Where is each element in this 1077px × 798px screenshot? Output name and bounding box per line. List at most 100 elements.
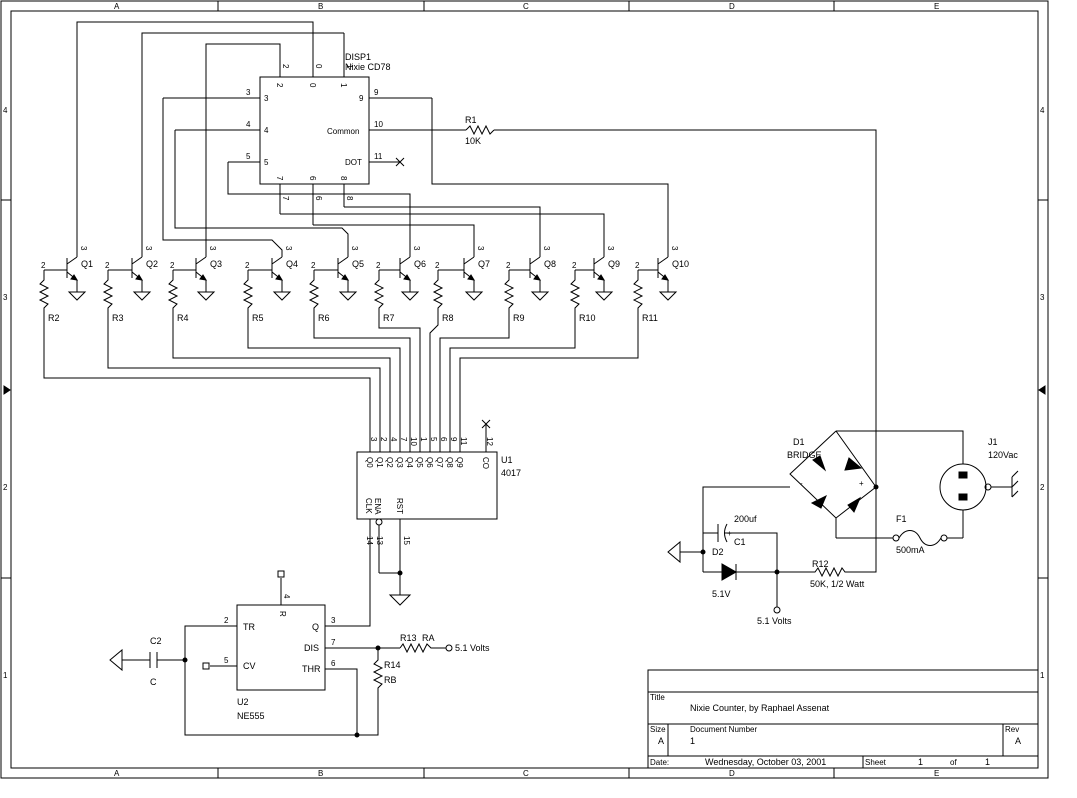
disp1-pin3-num: 3 — [246, 88, 251, 97]
u1-output-label: CO — [481, 457, 490, 469]
transistor-ref: Q3 — [210, 259, 222, 269]
u1-output-label: Q0 — [365, 457, 374, 468]
disp1-nixie-tube: DISP1 Nixie CD78 Common DOT 2 0 1 2 0 1 … — [163, 33, 466, 225]
zone-label-left-2: 2 — [3, 483, 8, 492]
rev-value: A — [1015, 736, 1021, 746]
u1-output-label: Q4 — [405, 457, 414, 468]
u1-ref: U1 — [501, 455, 513, 465]
u1-part: 4017 — [501, 468, 521, 478]
disp1-pin2-num: 2 — [281, 64, 290, 69]
transistor-base-pin: 2 — [245, 261, 250, 270]
date-value: Wednesday, October 03, 2001 — [705, 757, 826, 767]
r1-resistor: R1 10K — [465, 115, 877, 487]
u2-pin3: 3 — [331, 616, 336, 625]
ground-symbol — [530, 291, 550, 301]
r1-value: 10K — [465, 136, 481, 146]
disp1-pin-label-2: 2 — [275, 83, 284, 88]
driver-transistor-row: Q1R223Q2R323Q3R423Q4R523Q5R623Q6R723Q7R8… — [38, 246, 689, 323]
d2-value: 5.1V — [712, 589, 731, 599]
transistor-collector-pin: 3 — [79, 246, 88, 251]
resistor-ref: R7 — [383, 313, 395, 323]
zone-label-right-2: 2 — [1040, 483, 1045, 492]
transistor-collector-pin: 3 — [476, 246, 485, 251]
zone-label-bottom-e: E — [934, 769, 939, 778]
bridge-plus-label: + — [859, 479, 864, 488]
disp1-ref: DISP1 — [345, 52, 371, 62]
zone-label-top-a: A — [114, 2, 120, 11]
sheet-label: Sheet — [865, 758, 887, 767]
disp1-pin-label-8: 8 — [339, 176, 348, 181]
transistor-collector-pin: 3 — [350, 246, 359, 251]
zone-label-right-3: 3 — [1040, 293, 1045, 302]
u2-thr-label: THR — [302, 664, 321, 674]
u1-output-label: Q8 — [445, 457, 454, 468]
u2-ref: U2 — [237, 697, 249, 707]
u2-pin6: 6 — [331, 659, 336, 668]
disp1-pin11-num: 11 — [374, 152, 383, 161]
u1-output-pin-number: 4 — [389, 437, 398, 442]
disp1-pin1-num: 1 — [345, 64, 354, 69]
disp1-pin-label-3: 3 — [264, 94, 269, 103]
disp1-pin-label-4: 4 — [264, 126, 269, 135]
transistor-base-pin: 2 — [105, 261, 110, 270]
c2-ref: C2 — [150, 636, 162, 646]
timing-resistors: R13 RA 5.1 Volts R14 RB — [357, 633, 490, 736]
bridge-minus-label: - — [800, 479, 803, 488]
resistor-ref: R9 — [513, 313, 525, 323]
transistor-collector-pin: 3 — [412, 246, 421, 251]
disp1-pin6-num: 6 — [314, 196, 323, 201]
u1-output-pin-number: 7 — [399, 437, 408, 442]
j1-value: 120Vac — [988, 450, 1018, 460]
zone-label-top-e: E — [934, 2, 939, 11]
transistor-collector-pin: 3 — [542, 246, 551, 251]
f1-ref: F1 — [896, 514, 907, 524]
zone-label-top-b: B — [318, 2, 323, 11]
u2-q-label: Q — [312, 622, 319, 632]
disp1-pin-label-9: 9 — [359, 94, 364, 103]
zone-label-bottom-c: C — [523, 769, 529, 778]
ground-symbol — [338, 291, 358, 301]
disp1-pin9-num: 9 — [374, 88, 379, 97]
power-supply: D1 BRIDGE + - J1 120Vac F1 500mA — [667, 430, 1018, 626]
title-label: Title — [650, 693, 665, 702]
ground-symbol — [400, 291, 420, 301]
zone-label-left-1: 1 — [3, 671, 8, 680]
disp1-pin10-num: 10 — [374, 120, 383, 129]
disp1-pin-label-6: 6 — [308, 176, 317, 181]
transistor-base-pin: 2 — [635, 261, 640, 270]
u1-output-pin-number: 5 — [429, 437, 438, 442]
r13-value: RA — [422, 633, 435, 643]
transistor-collector-pin: 3 — [606, 246, 615, 251]
zone-label-left-3: 3 — [3, 293, 8, 302]
transistor-base-pin: 2 — [435, 261, 440, 270]
transistor-base-pin: 2 — [506, 261, 511, 270]
transistor-ref: Q1 — [81, 259, 93, 269]
u2-r-label: R — [278, 611, 287, 617]
u2-tr-label: TR — [243, 622, 255, 632]
border-frame: A B C D E A B C D E 4 3 2 1 4 3 2 1 — [0, 0, 1049, 779]
resistor-to-counter-wires — [43, 310, 639, 452]
transistor-ref: Q9 — [608, 259, 620, 269]
u1-output-pin-number: 10 — [409, 437, 418, 446]
ground-symbol-c2 — [109, 648, 123, 672]
disp1-pin7-num: 7 — [281, 196, 290, 201]
j1-ref: J1 — [988, 437, 998, 447]
u1-output-label: Q9 — [455, 457, 464, 468]
u1-output-label: Q6 — [425, 457, 434, 468]
title-block: Title Nixie Counter, by Raphael Assenat … — [647, 669, 1039, 769]
u1-output-pin-number: 2 — [379, 437, 388, 442]
title-text: Nixie Counter, by Raphael Assenat — [690, 703, 830, 713]
c2-capacitor: C2 C — [109, 636, 188, 687]
zone-label-top-d: D — [729, 2, 735, 11]
resistor-ref: R6 — [318, 313, 330, 323]
u1-output-label: Q7 — [435, 457, 444, 468]
c2-value: C — [150, 677, 157, 687]
ground-symbol — [594, 291, 614, 301]
